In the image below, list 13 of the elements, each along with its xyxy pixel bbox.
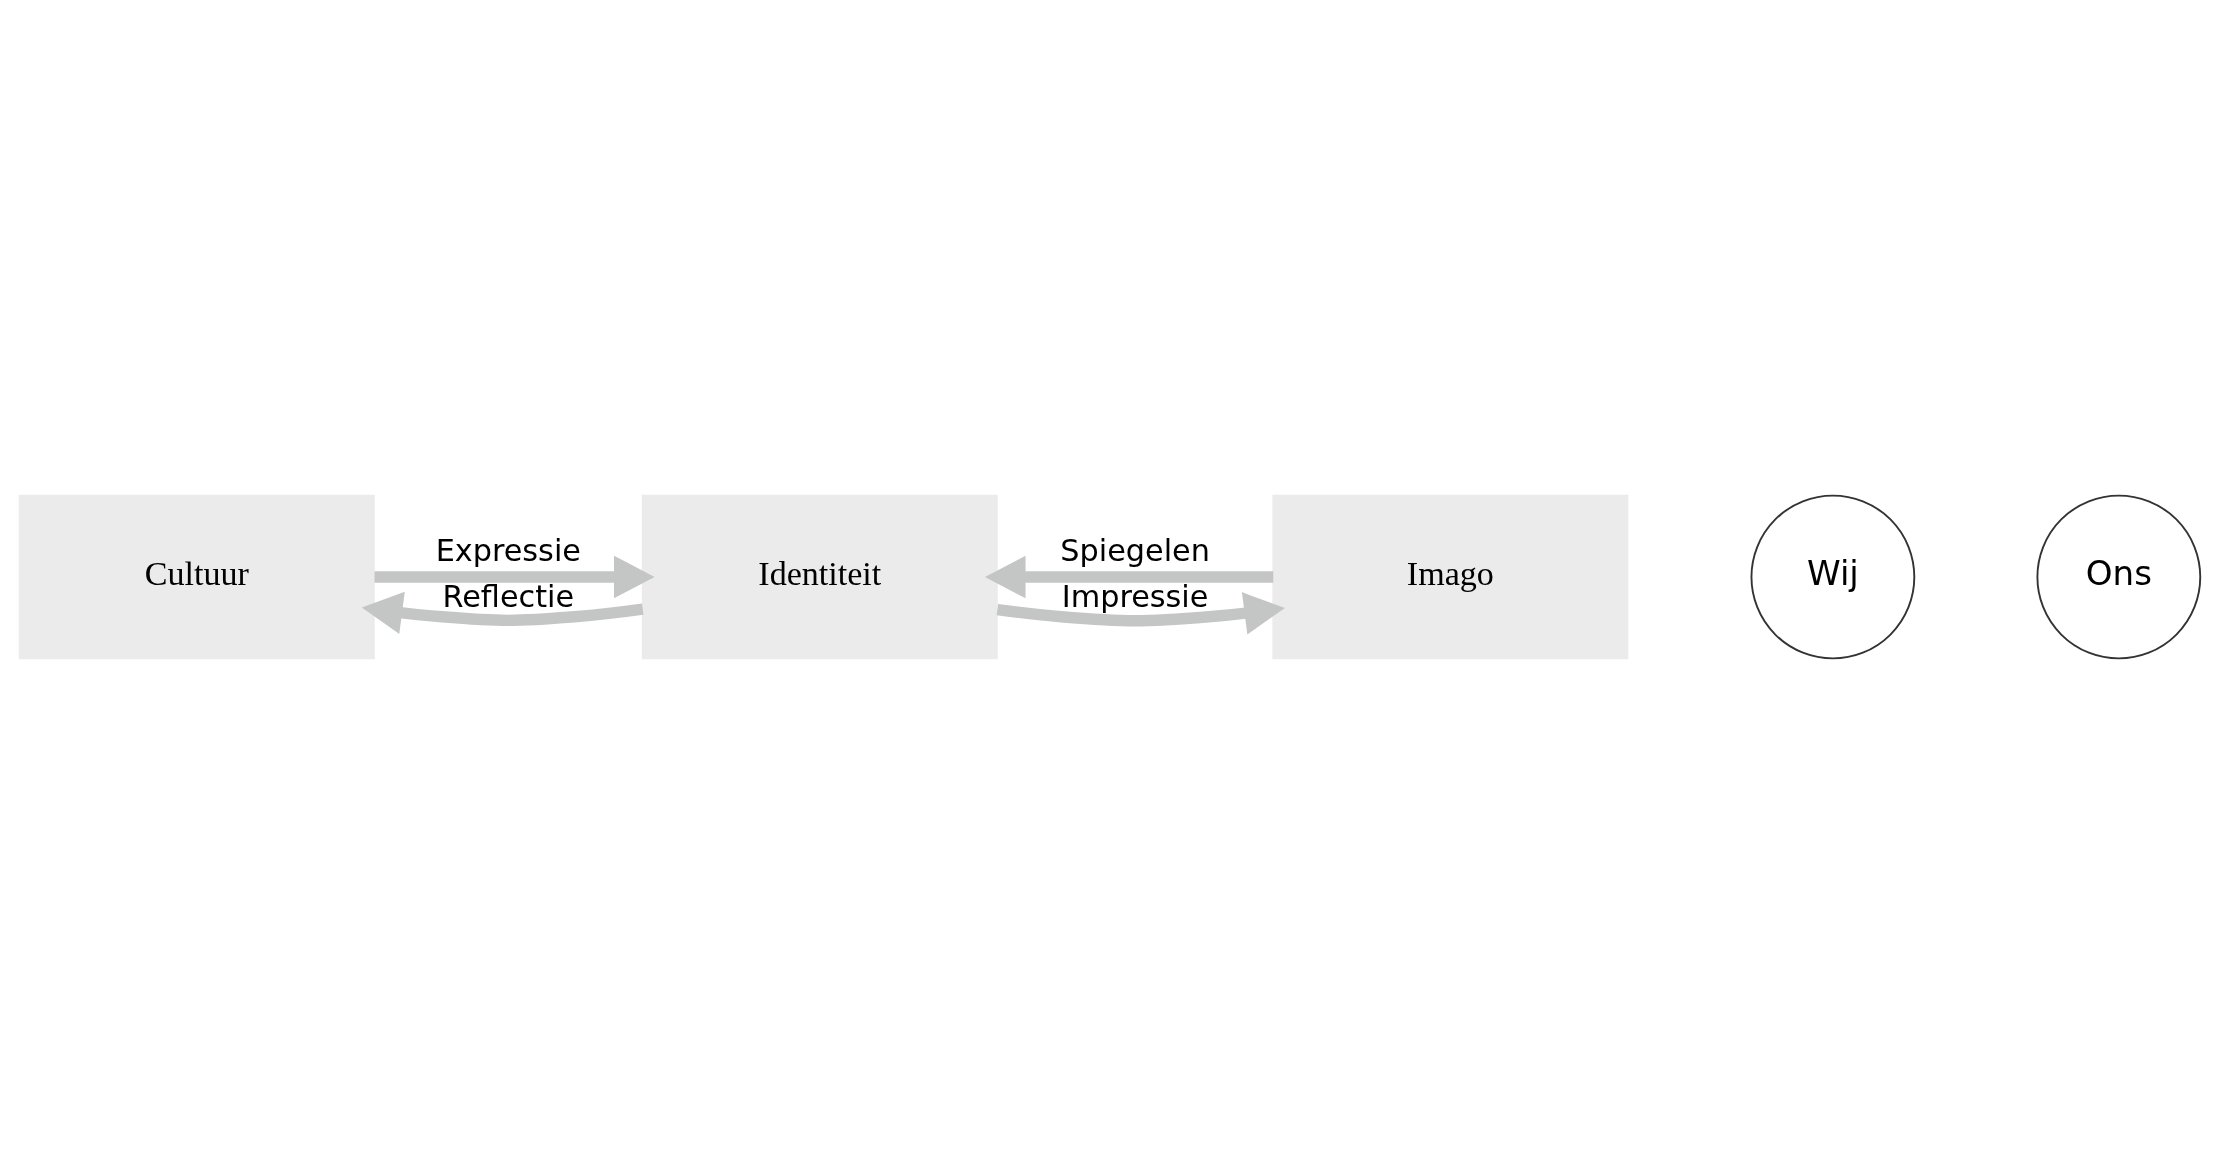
edge-label: Spiegelen	[1060, 532, 1210, 568]
arrow	[361, 591, 644, 634]
edge-label: Expressie	[435, 532, 581, 568]
node-box: Cultuur	[18, 494, 375, 659]
node-box: Identiteit	[641, 494, 998, 659]
arrow	[984, 555, 1274, 598]
node-circle: Ons	[2036, 494, 2202, 659]
node-circle: Wij	[1750, 494, 1916, 659]
arrow	[374, 555, 655, 598]
arrow	[996, 591, 1285, 634]
node-box: Imago	[1272, 494, 1629, 659]
edge-label: Impressie	[1061, 578, 1209, 614]
edge-label: Reflectie	[442, 578, 575, 614]
